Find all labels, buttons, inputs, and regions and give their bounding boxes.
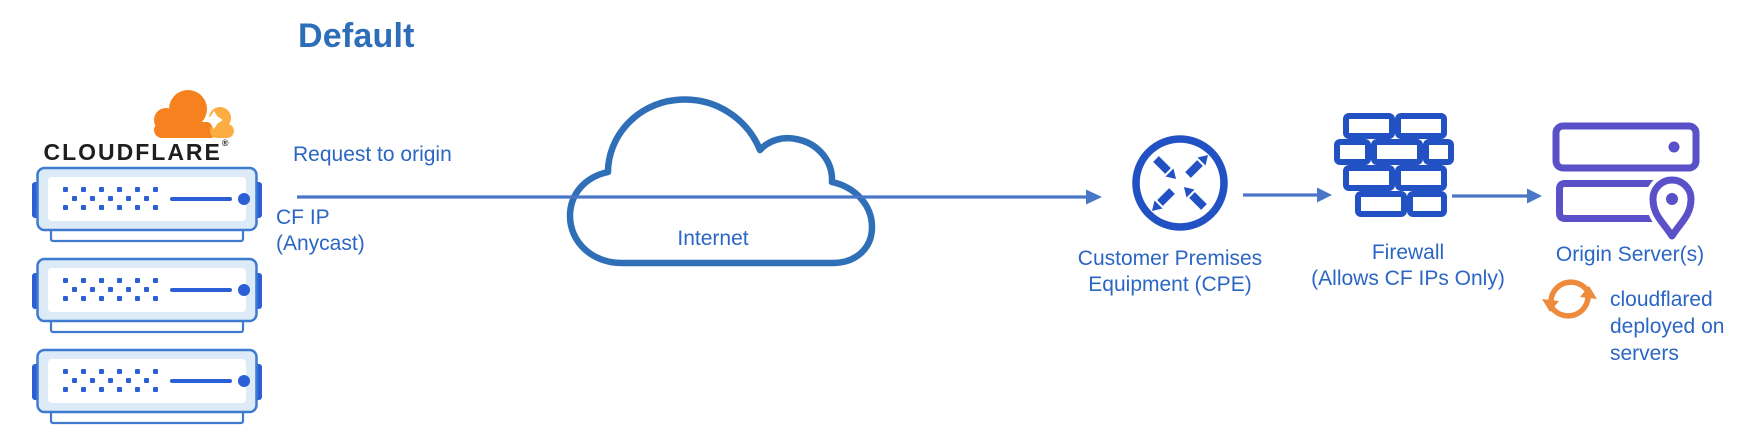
- page-title: Default: [298, 17, 415, 55]
- firewall-icon: [1334, 113, 1454, 217]
- firewall-label: Firewall (Allows CF IPs Only): [1311, 241, 1505, 290]
- internet-label: Internet: [677, 227, 749, 250]
- cpe-router-icon: [1132, 135, 1228, 231]
- origin-server-label: Origin Server(s): [1555, 243, 1705, 266]
- cloudflare-logo-cloud-icon: [154, 90, 234, 138]
- cloudflared-sync-icon: [1542, 279, 1597, 319]
- request-to-origin-label: Request to origin: [293, 143, 452, 166]
- cloudflared-note: cloudflared deployed on servers: [1610, 288, 1725, 365]
- cloudflare-wordmark: CLOUDFLARE®: [43, 138, 229, 165]
- registered-mark: ®: [221, 138, 229, 148]
- location-pin-icon: [1649, 176, 1695, 240]
- cf-ip-anycast-label: CF IP (Anycast): [276, 206, 365, 255]
- cpe-label: Customer Premises Equipment (CPE): [1077, 247, 1263, 296]
- origin-server-icon: [1552, 122, 1700, 242]
